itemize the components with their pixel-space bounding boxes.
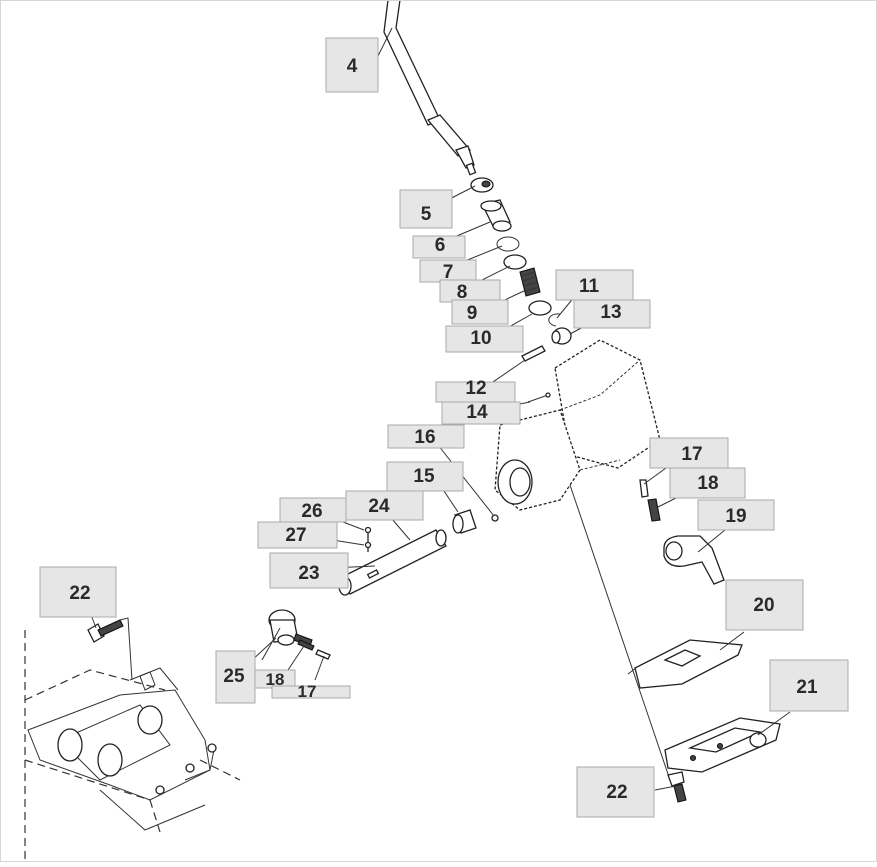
svg-text:25: 25 bbox=[223, 666, 245, 687]
svg-text:17: 17 bbox=[298, 682, 317, 701]
svg-text:10: 10 bbox=[470, 328, 491, 349]
callout-25: 25 bbox=[215, 650, 256, 704]
svg-text:18: 18 bbox=[266, 670, 285, 689]
bushing-part-13 bbox=[551, 327, 572, 345]
svg-text:26: 26 bbox=[301, 501, 322, 522]
pin-part-14 bbox=[527, 392, 551, 403]
svg-text:18: 18 bbox=[697, 473, 718, 494]
callout-4: 4 bbox=[325, 37, 379, 93]
pin-part-17-right bbox=[639, 479, 649, 498]
callout-16: 16 bbox=[387, 424, 465, 449]
svg-text:6: 6 bbox=[435, 235, 446, 256]
callout-15: 15 bbox=[386, 461, 464, 492]
svg-text:19: 19 bbox=[725, 506, 746, 527]
bolt-part-22-bottom bbox=[667, 771, 687, 803]
pins-part-26-27 bbox=[364, 526, 372, 552]
pin-part-12 bbox=[521, 345, 546, 362]
shifter-housing bbox=[494, 339, 661, 511]
ring-part-7 bbox=[496, 236, 520, 252]
lever-part-19 bbox=[663, 535, 725, 585]
pin-part-17-left bbox=[315, 649, 331, 660]
callout-18-right: 18 bbox=[669, 467, 746, 499]
bolt-part-22-left bbox=[87, 617, 133, 681]
callout-12: 12 bbox=[435, 378, 516, 403]
svg-text:9: 9 bbox=[467, 303, 478, 324]
plate-part-20 bbox=[627, 639, 743, 689]
svg-text:4: 4 bbox=[347, 56, 358, 77]
callout-23: 23 bbox=[269, 552, 349, 589]
shift-lever-part bbox=[383, 0, 477, 176]
svg-text:23: 23 bbox=[298, 563, 319, 584]
ring-part-8 bbox=[503, 254, 527, 270]
svg-text:20: 20 bbox=[753, 595, 774, 616]
callout-11: 11 bbox=[555, 269, 634, 301]
svg-text:5: 5 bbox=[421, 204, 432, 225]
svg-text:21: 21 bbox=[796, 677, 818, 698]
svg-text:12: 12 bbox=[465, 378, 486, 399]
ball-part-16 bbox=[491, 514, 499, 522]
callout-9: 9 bbox=[451, 299, 509, 325]
svg-text:8: 8 bbox=[457, 282, 468, 303]
svg-text:24: 24 bbox=[368, 496, 390, 517]
ring-part-10 bbox=[528, 300, 552, 316]
callout-26: 26 bbox=[279, 497, 347, 523]
svg-text:11: 11 bbox=[579, 276, 600, 297]
callout-10: 10 bbox=[445, 325, 524, 353]
svg-text:27: 27 bbox=[285, 525, 306, 546]
transmission-housing bbox=[24, 630, 241, 860]
svg-text:13: 13 bbox=[600, 302, 621, 323]
callout-27: 27 bbox=[257, 521, 338, 549]
spring-part-9 bbox=[519, 267, 541, 297]
svg-text:22: 22 bbox=[69, 583, 90, 604]
knob-part-5 bbox=[470, 177, 494, 193]
callout-7: 7 bbox=[419, 259, 477, 283]
callout-21: 21 bbox=[769, 659, 849, 712]
boot-part-6 bbox=[480, 199, 512, 232]
svg-text:15: 15 bbox=[413, 466, 435, 487]
callout-24: 24 bbox=[345, 490, 424, 521]
svg-text:17: 17 bbox=[681, 444, 702, 465]
bushing-part-15 bbox=[452, 509, 477, 534]
svg-text:16: 16 bbox=[414, 427, 435, 448]
callout-14: 14 bbox=[441, 401, 521, 425]
bracket-part-25 bbox=[268, 609, 313, 647]
spring-part-18-left bbox=[297, 639, 315, 651]
assembly-guide-line bbox=[569, 484, 671, 781]
svg-text:14: 14 bbox=[466, 402, 488, 423]
callout-6: 6 bbox=[412, 235, 466, 259]
clip-part-11 bbox=[548, 313, 561, 327]
callout-20: 20 bbox=[725, 579, 804, 631]
callout-5: 5 bbox=[399, 189, 453, 229]
callout-22-bottom: 22 bbox=[576, 766, 655, 818]
bracket-part-21 bbox=[664, 717, 781, 773]
callout-17-left: 17 bbox=[271, 682, 351, 701]
svg-text:22: 22 bbox=[606, 782, 627, 803]
svg-text:7: 7 bbox=[443, 262, 454, 283]
callout-19: 19 bbox=[697, 499, 775, 531]
spring-part-18-right bbox=[647, 498, 661, 522]
callout-13: 13 bbox=[573, 299, 651, 329]
callout-22-left: 22 bbox=[39, 566, 117, 618]
